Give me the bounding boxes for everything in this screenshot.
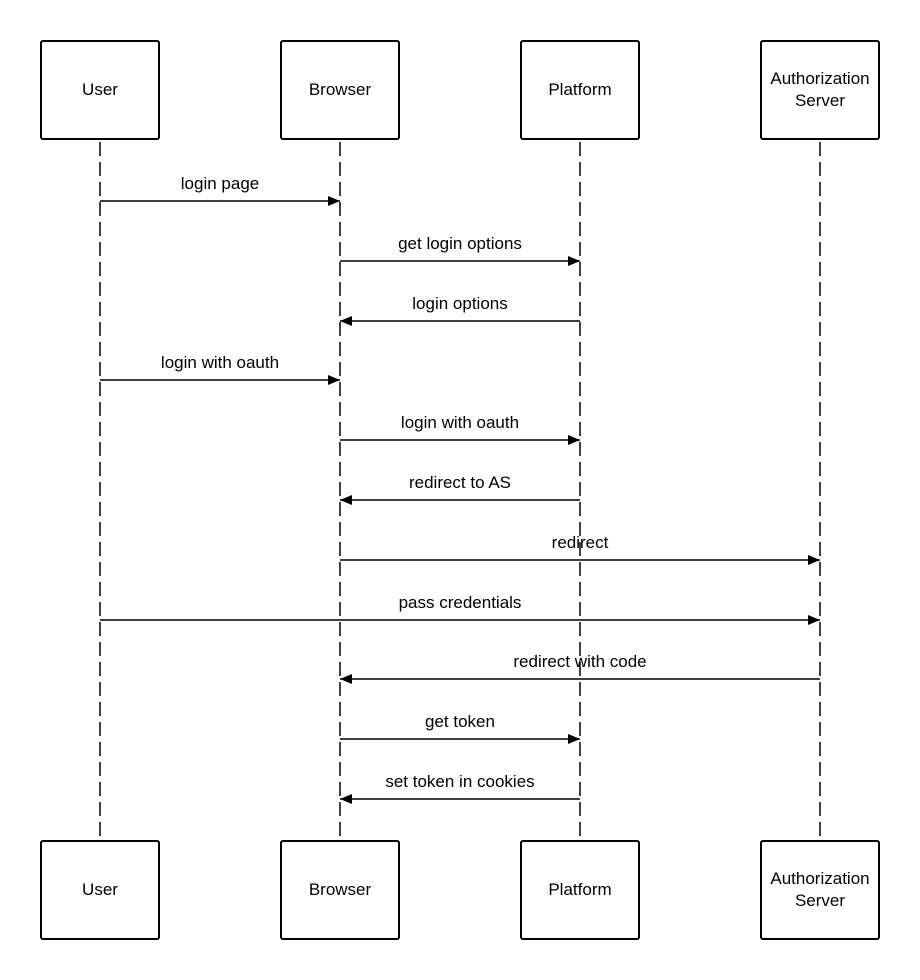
message-label-7: redirect <box>551 533 609 552</box>
participant-label: Server <box>794 891 846 910</box>
message-label-3: login options <box>412 294 508 313</box>
participant-user-bottom: User <box>40 840 160 940</box>
participant-label: Browser <box>308 80 372 99</box>
message-arrows <box>100 196 820 804</box>
participant-platform-bottom: Platform <box>520 840 640 940</box>
participant-browser-bottom: Browser <box>280 840 400 940</box>
message-label-9: redirect with code <box>513 652 647 671</box>
message-label-6: redirect to AS <box>408 473 512 492</box>
participant-label: User <box>82 80 118 99</box>
participant-browser-top: Browser <box>280 40 400 140</box>
participant-label: User <box>82 880 118 899</box>
participant-label: Authorization <box>770 869 870 888</box>
participant-label: Browser <box>308 880 372 899</box>
participant-label: Server <box>794 91 846 110</box>
message-label-11: set token in cookies <box>385 772 535 791</box>
message-label-4: login with oauth <box>160 353 280 372</box>
message-label-5: login with oauth <box>400 413 520 432</box>
message-label-2: get login options <box>398 234 522 253</box>
participant-label: Authorization <box>770 69 870 88</box>
participant-label: Platform <box>548 880 612 899</box>
participant-platform-top: Platform <box>520 40 640 140</box>
message-label-1: login page <box>180 174 260 193</box>
message-label-8: pass credentials <box>398 593 522 612</box>
message-label-10: get token <box>425 712 495 731</box>
lifelines <box>99 142 821 838</box>
participant-label: Platform <box>548 80 612 99</box>
participant-user-top: User <box>40 40 160 140</box>
